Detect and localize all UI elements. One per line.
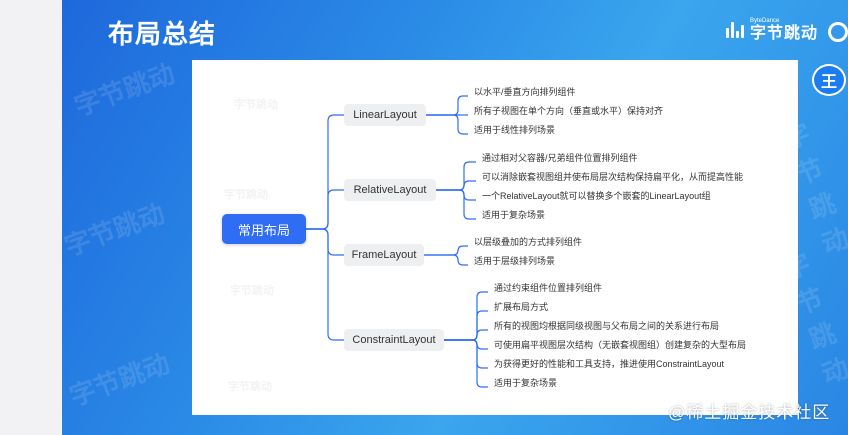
slide-watermark: 字节跳动 (65, 348, 174, 412)
brand-chinese: 字节跳动 (750, 25, 819, 42)
leaf-item: 所有的视图均根据同级视图与父布局之间的关系进行布局 (494, 321, 720, 331)
leaf-item: 以水平/垂直方向排列组件 (474, 87, 576, 97)
branch-node-constraintlayout[interactable]: ConstraintLayout (344, 329, 444, 351)
leaf-item: 适用于层级排列场景 (474, 256, 556, 266)
leaf-item: 一个RelativeLayout就可以替换多个嵌套的LinearLayout组 (482, 191, 711, 201)
slide-watermark: 字节跳动 (62, 198, 169, 262)
leaf-item: 所有子视图在单个方向（垂直或水平）保持对齐 (474, 106, 664, 116)
leaf-item: 适用于复杂场景 (482, 210, 546, 220)
panel-watermark: 字节跳动 (230, 285, 274, 297)
slide-watermark: 字节跳动 (70, 58, 179, 122)
connector-lines (306, 95, 488, 388)
root-node[interactable]: 常用布局 (222, 214, 306, 244)
leaf-item: 通过相对父容器/兄弟组件位置排列组件 (482, 153, 638, 163)
panel-watermark: 字节跳动 (228, 381, 272, 393)
branch-node-relativelayout[interactable]: RelativeLayout (344, 179, 436, 201)
bytedance-logo: ByteDance 字节跳动 (726, 18, 818, 42)
ring-icon (828, 22, 848, 42)
branch-node-linearlayout[interactable]: LinearLayout (344, 104, 426, 126)
juejin-watermark: @稀土掘金技术社区 (668, 403, 831, 422)
left-margin (0, 0, 62, 435)
branch-node-framelayout[interactable]: FrameLayout (344, 244, 424, 266)
slide-title: 布局总结 (108, 19, 217, 49)
leaf-item: 通过约束组件位置排列组件 (494, 283, 603, 293)
mindmap-panel: 字节跳动 字节跳动 字节跳动 字节跳动 常用布局 LinearLayout Re… (192, 60, 798, 415)
leaf-item: 为获得更好的性能和工具支持，推进使用ConstraintLayout (494, 359, 725, 369)
avatar[interactable]: 王 (812, 64, 846, 96)
leaf-item: 可以消除嵌套视图组并使布局层次结构保持扁平化，从而提高性能 (482, 172, 744, 182)
leaf-item: 可使用扁平视图层次结构（无嵌套视图组）创建复杂的大型布局 (494, 340, 747, 350)
panel-watermark: 字节跳动 (234, 99, 278, 111)
leaf-item: 适用于线性排列场景 (474, 125, 556, 135)
leaf-item: 扩展布局方式 (494, 302, 549, 312)
brand-english: ByteDance (750, 18, 780, 24)
leaf-item: 以层级叠加的方式排列组件 (474, 237, 583, 247)
bytedance-bars-icon (726, 22, 744, 38)
panel-watermark: 字节跳动 (224, 189, 268, 201)
leaf-item: 适用于复杂场景 (494, 378, 558, 388)
